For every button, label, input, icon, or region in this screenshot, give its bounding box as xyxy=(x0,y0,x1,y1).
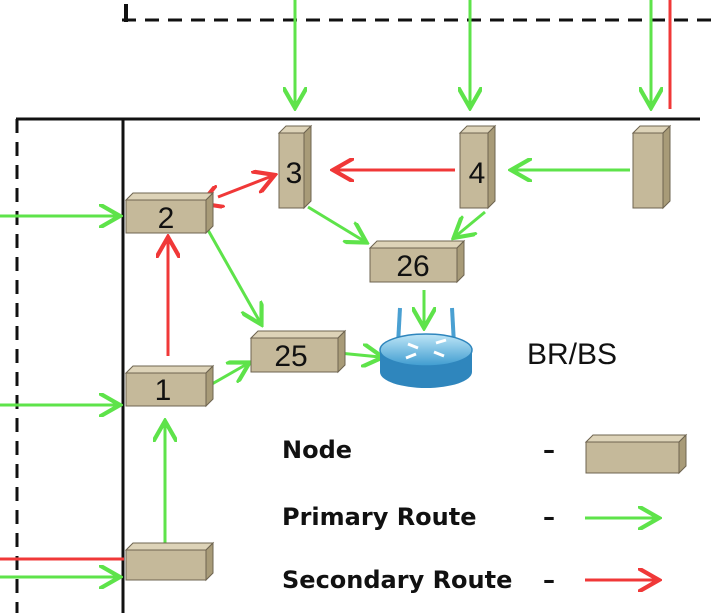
primary-route-25-to-bs xyxy=(338,353,380,357)
legend: Node – Primary Route – Secondary Route – xyxy=(282,433,688,594)
node-3: 3 xyxy=(277,124,313,210)
incoming-routes xyxy=(0,0,672,577)
legend-dash: – xyxy=(543,436,555,464)
node-25: 25 xyxy=(249,329,347,374)
primary-route-2-to-25 xyxy=(206,229,260,322)
node-4: 4 xyxy=(458,124,497,210)
node-unlabeled-bottom xyxy=(124,541,215,582)
router-icon xyxy=(379,307,473,388)
primary-route-4-to-26 xyxy=(456,210,486,236)
node-label: 26 xyxy=(396,250,429,283)
secondary-route-2-3 xyxy=(218,176,272,197)
node-1: 1 xyxy=(124,364,215,408)
node-label: 1 xyxy=(155,374,172,407)
node-2: 2 xyxy=(124,191,215,235)
legend-primary-label: Primary Route xyxy=(282,503,477,531)
primary-route-3-to-26 xyxy=(307,205,364,241)
node-26: 26 xyxy=(368,239,466,284)
legend-node-label: Node xyxy=(282,436,352,464)
legend-node-swatch xyxy=(584,433,688,475)
boundary-lines xyxy=(15,4,713,613)
legend-dash: – xyxy=(543,566,555,594)
node-label: 25 xyxy=(274,340,307,373)
node-label: 3 xyxy=(286,157,303,190)
primary-route-1-to-25 xyxy=(211,364,247,386)
node-label: 2 xyxy=(158,202,175,235)
internal-routes xyxy=(165,170,630,543)
legend-secondary-label: Secondary Route xyxy=(282,566,512,594)
legend-dash: – xyxy=(543,503,555,531)
base-station-label: BR/BS xyxy=(527,338,617,371)
node-label: 4 xyxy=(469,157,486,190)
node-unlabeled-right xyxy=(631,124,672,210)
